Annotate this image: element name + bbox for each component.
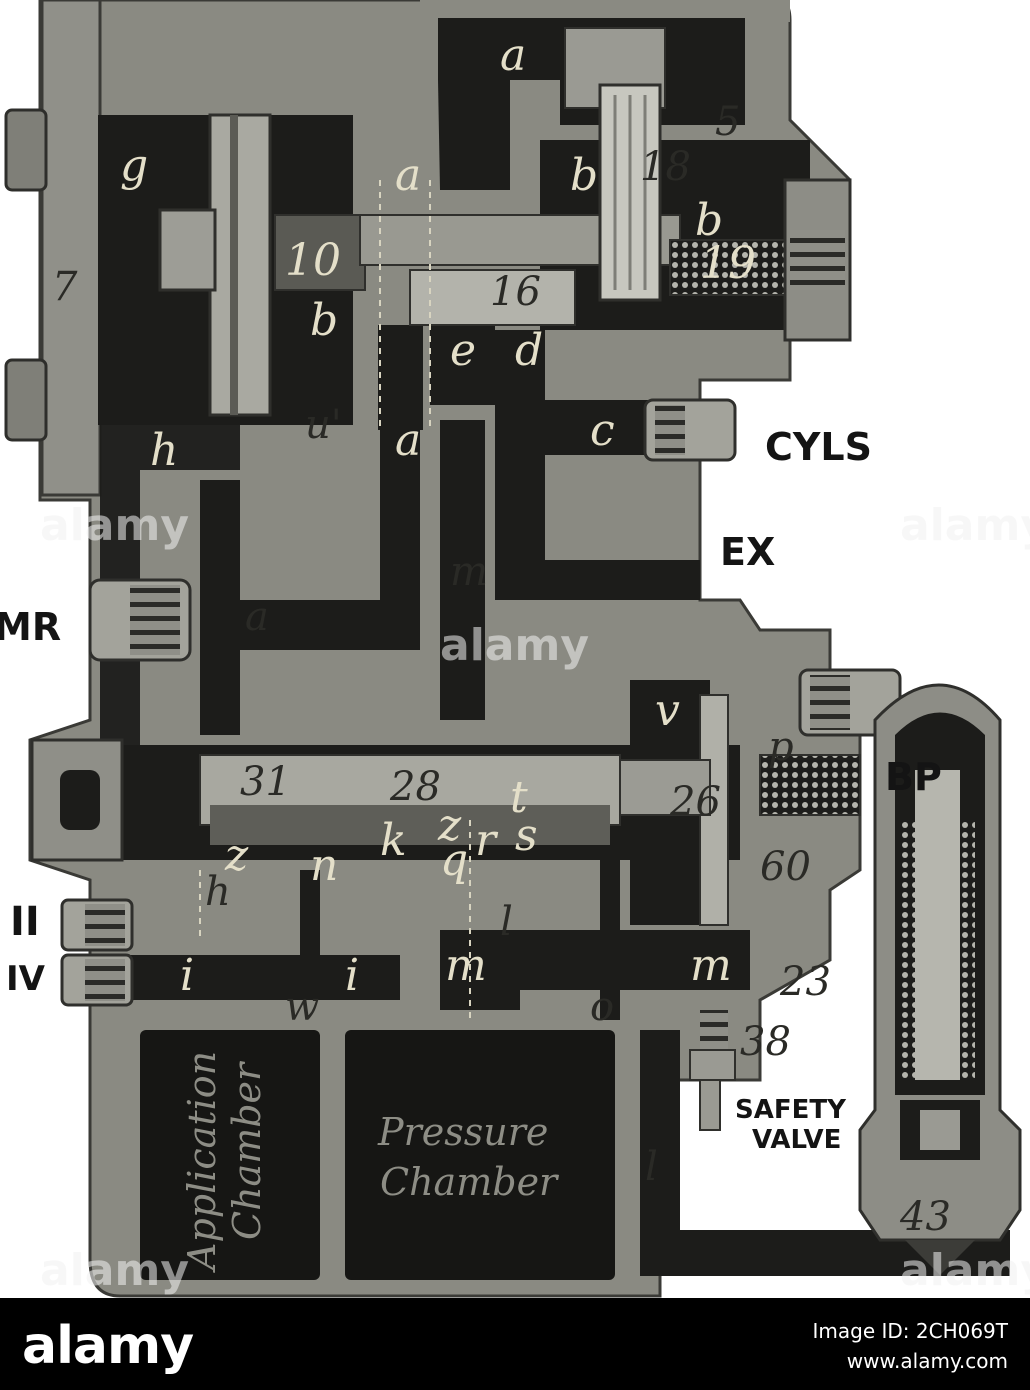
bolt-head	[4, 108, 48, 192]
passage-b: b	[695, 195, 723, 246]
drain-cock-38	[689, 1010, 736, 1131]
pressure-chamber-label-2: Chamber	[380, 1160, 560, 1204]
passage-q: q	[440, 835, 468, 886]
label-valve: VALVE	[752, 1125, 841, 1155]
passage-s: s	[515, 810, 538, 861]
svg-text:alamy: alamy	[900, 1245, 1030, 1296]
passage-g: g	[120, 140, 148, 191]
end-cap	[30, 738, 124, 862]
passage-h: h	[150, 425, 178, 476]
passage-d: d	[515, 325, 543, 376]
passage-i: i	[345, 950, 359, 1001]
label-iv: IV	[6, 959, 46, 999]
valve-cross-section-diagram: alamy alamy alamy alamy alamy CYLS EX MR…	[0, 0, 1030, 1298]
passage-m: m	[690, 940, 732, 991]
passage-c: c	[590, 405, 615, 456]
brand-logo: alamy	[22, 1316, 194, 1376]
spring-60	[759, 754, 861, 816]
passage-z: z	[437, 800, 462, 851]
passage-m: m	[450, 549, 488, 595]
svg-text:Application: Application	[180, 1051, 224, 1273]
part-18: 18	[640, 144, 691, 190]
part-43: 43	[899, 1194, 951, 1240]
passage-l: l	[500, 899, 513, 945]
svg-text:alamy: alamy	[900, 500, 1030, 551]
screen-43	[905, 1240, 975, 1275]
label-bp: BP	[885, 755, 942, 799]
passage-m: m	[445, 940, 487, 991]
passage-u-prime: u'	[305, 402, 342, 448]
passage-n: n	[310, 840, 338, 891]
part-38: 38	[740, 1019, 791, 1065]
passage-z: z	[224, 830, 249, 881]
passage-p: p	[768, 724, 794, 770]
svg-text:alamy: alamy	[440, 620, 589, 671]
slide-valve-16	[409, 269, 576, 326]
part-28: 28	[389, 764, 441, 810]
passage-t: t	[510, 772, 528, 823]
passage-b: b	[310, 295, 338, 346]
cap-thread	[790, 230, 845, 290]
site-url[interactable]: www.alamy.com	[846, 1349, 1008, 1373]
passage-i: i	[180, 950, 194, 1001]
part-31: 31	[240, 759, 291, 805]
application-chamber	[140, 1030, 320, 1280]
label-ex: EX	[720, 530, 775, 574]
label-mr: MR	[0, 605, 61, 649]
passage-e: e	[450, 325, 476, 376]
svg-text:alamy: alamy	[40, 500, 189, 551]
part-10: 10	[285, 235, 341, 286]
label-safety: SAFETY	[735, 1095, 847, 1125]
application-chamber-label: Application Chamber	[180, 1051, 269, 1273]
passage-r: r	[475, 815, 499, 866]
passage-a: a	[395, 415, 421, 466]
part-23: 23	[779, 959, 831, 1005]
svg-text:Chamber: Chamber	[225, 1060, 269, 1240]
spring-19	[669, 239, 791, 296]
pressure-chamber	[345, 1030, 615, 1280]
equalizing-piston-26	[199, 694, 729, 926]
section-lines	[199, 180, 471, 1020]
passage-a: a	[395, 150, 421, 201]
footer-bar	[0, 1298, 1030, 1390]
part-60: 60	[760, 844, 811, 890]
safety-valve	[858, 683, 1022, 1275]
passage-a: a	[245, 594, 269, 640]
graduating-valve-18	[564, 27, 666, 302]
image-id: Image ID: 2CH069T	[812, 1319, 1008, 1343]
part-16: 16	[490, 269, 541, 315]
bolt-head	[4, 358, 48, 442]
passage-b: b	[570, 150, 598, 201]
label-ii: II	[10, 899, 40, 945]
passage-k: k	[380, 815, 407, 866]
label-cyls: CYLS	[765, 425, 872, 469]
part-5: 5	[715, 99, 740, 145]
passage-o: o	[590, 984, 614, 1030]
passage-a: a	[500, 30, 526, 81]
image-credit: Image ID: 2CH069T www.alamy.com	[812, 1316, 1008, 1376]
part-26: 26	[669, 779, 721, 825]
chambers	[140, 1030, 615, 1280]
piston-nut	[158, 208, 217, 292]
watermark: alamy alamy alamy alamy alamy	[40, 500, 1030, 1296]
passage-w: w	[285, 984, 319, 1030]
cover-plate-7	[40, 0, 102, 497]
part-7: 7	[52, 264, 78, 310]
svg-text:alamy: alamy	[40, 1245, 189, 1296]
passage-h: h	[205, 869, 231, 915]
passage-l: l	[645, 1144, 658, 1190]
pressure-chamber-label-1: Pressure	[377, 1110, 548, 1154]
passage-v: v	[655, 685, 680, 736]
part-19: 19	[700, 238, 756, 289]
